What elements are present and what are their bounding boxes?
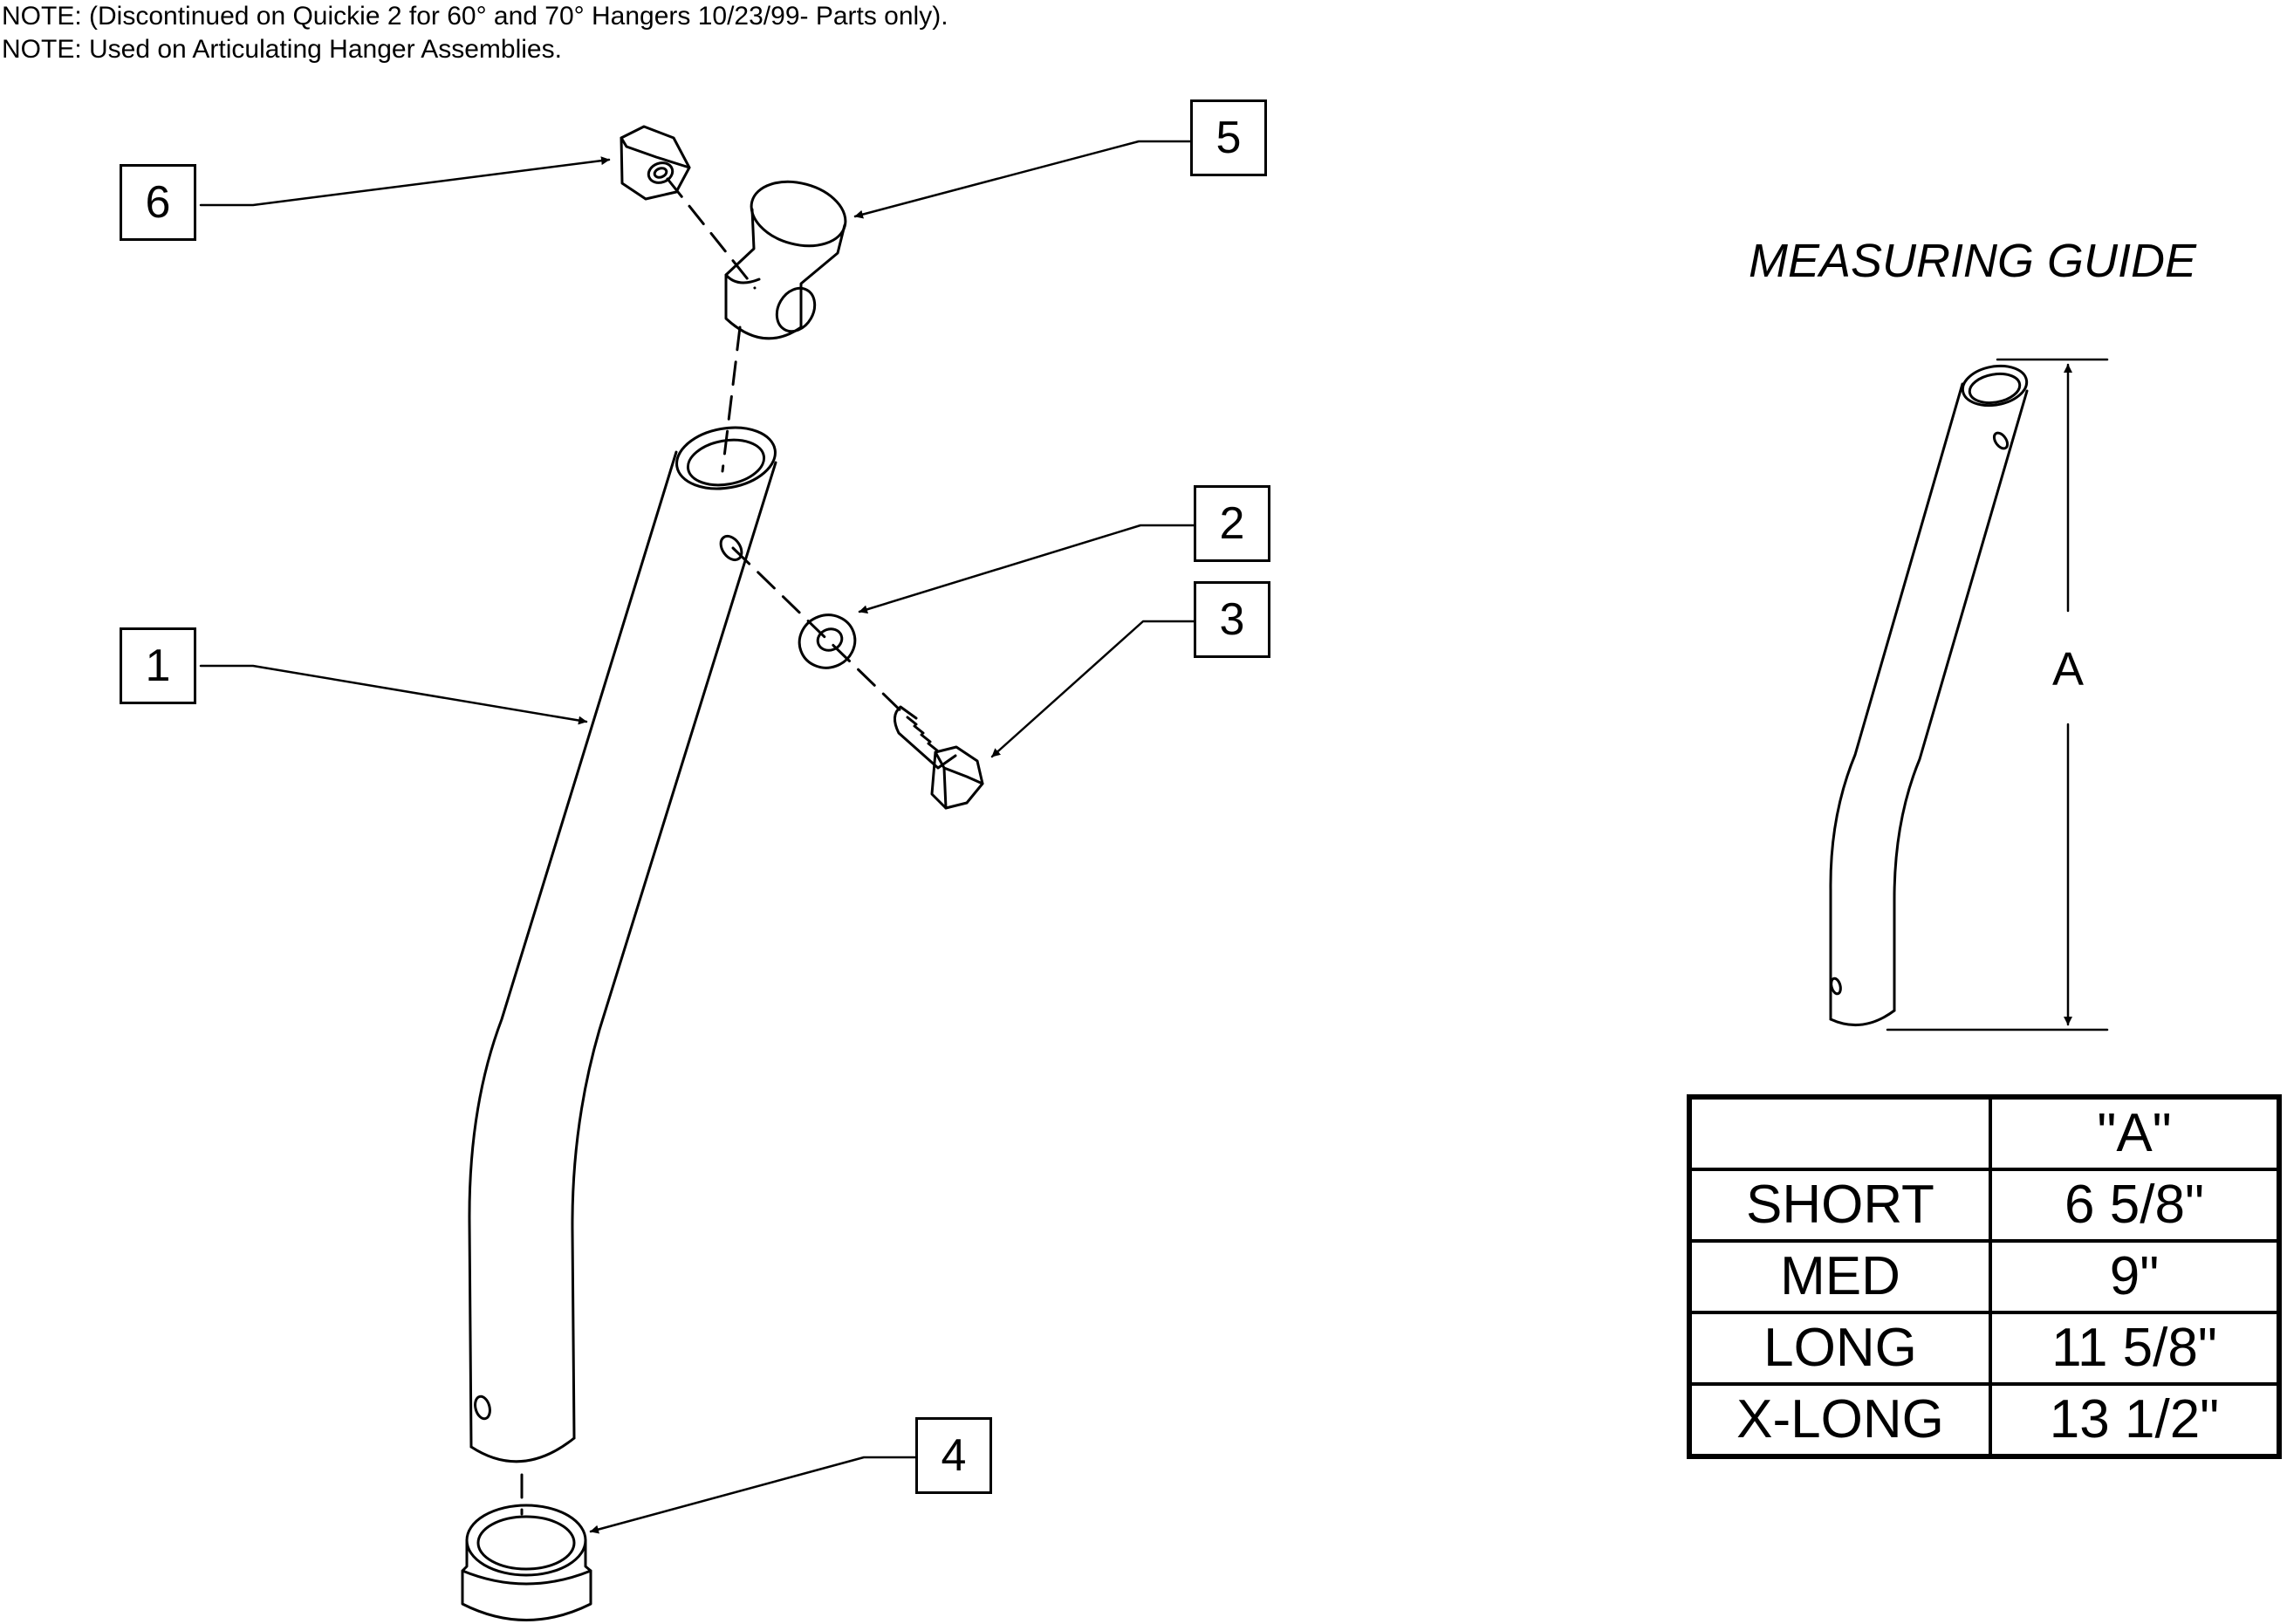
note-discontinued: NOTE: (Discontinued on Quickie 2 for 60°… — [2, 2, 948, 31]
table-row: X-LONG 13 1/2" — [1688, 1382, 2281, 1458]
callout-6: 6 — [120, 164, 196, 241]
measuring-guide-title: MEASURING GUIDE — [1749, 235, 2197, 287]
hex-nut-part — [621, 127, 689, 199]
size-table: "A" SHORT 6 5/8" MED 9" LONG 11 5/8" X-L… — [1687, 1094, 2282, 1459]
size-name: LONG — [1688, 1311, 1992, 1386]
callout-4: 4 — [915, 1417, 992, 1494]
callout-3: 3 — [1194, 581, 1270, 658]
washer-part — [792, 607, 863, 675]
note-usage: NOTE: Used on Articulating Hanger Assemb… — [2, 35, 562, 64]
hex-bolt-part — [894, 707, 983, 808]
size-length: 6 5/8" — [1989, 1168, 2281, 1243]
pivot-cap-part — [726, 172, 852, 339]
table-header-row: "A" — [1688, 1095, 2281, 1171]
table-row: SHORT 6 5/8" — [1688, 1168, 2281, 1243]
dimension-a-lines — [1887, 360, 2107, 1030]
dimension-a-label: A — [2052, 643, 2085, 696]
size-name: SHORT — [1688, 1168, 1992, 1243]
assembly-centerlines — [522, 179, 907, 1514]
size-length: 9" — [1989, 1239, 2281, 1314]
hanger-tube-part — [469, 421, 780, 1462]
measuring-guide-tube — [1830, 361, 2030, 1025]
table-header-blank — [1688, 1095, 1992, 1171]
size-length: 11 5/8" — [1989, 1311, 2281, 1386]
callout-1: 1 — [120, 627, 196, 704]
callout-5: 5 — [1190, 99, 1267, 176]
callout-leaders — [201, 141, 1194, 1534]
size-name: MED — [1688, 1239, 1992, 1314]
table-header-a: "A" — [1989, 1095, 2281, 1171]
bushing-part — [462, 1505, 591, 1621]
table-row: MED 9" — [1688, 1239, 2281, 1314]
callout-2: 2 — [1194, 485, 1270, 562]
table-row: LONG 11 5/8" — [1688, 1311, 2281, 1386]
size-name: X-LONG — [1688, 1382, 1992, 1458]
size-length: 13 1/2" — [1989, 1382, 2281, 1458]
